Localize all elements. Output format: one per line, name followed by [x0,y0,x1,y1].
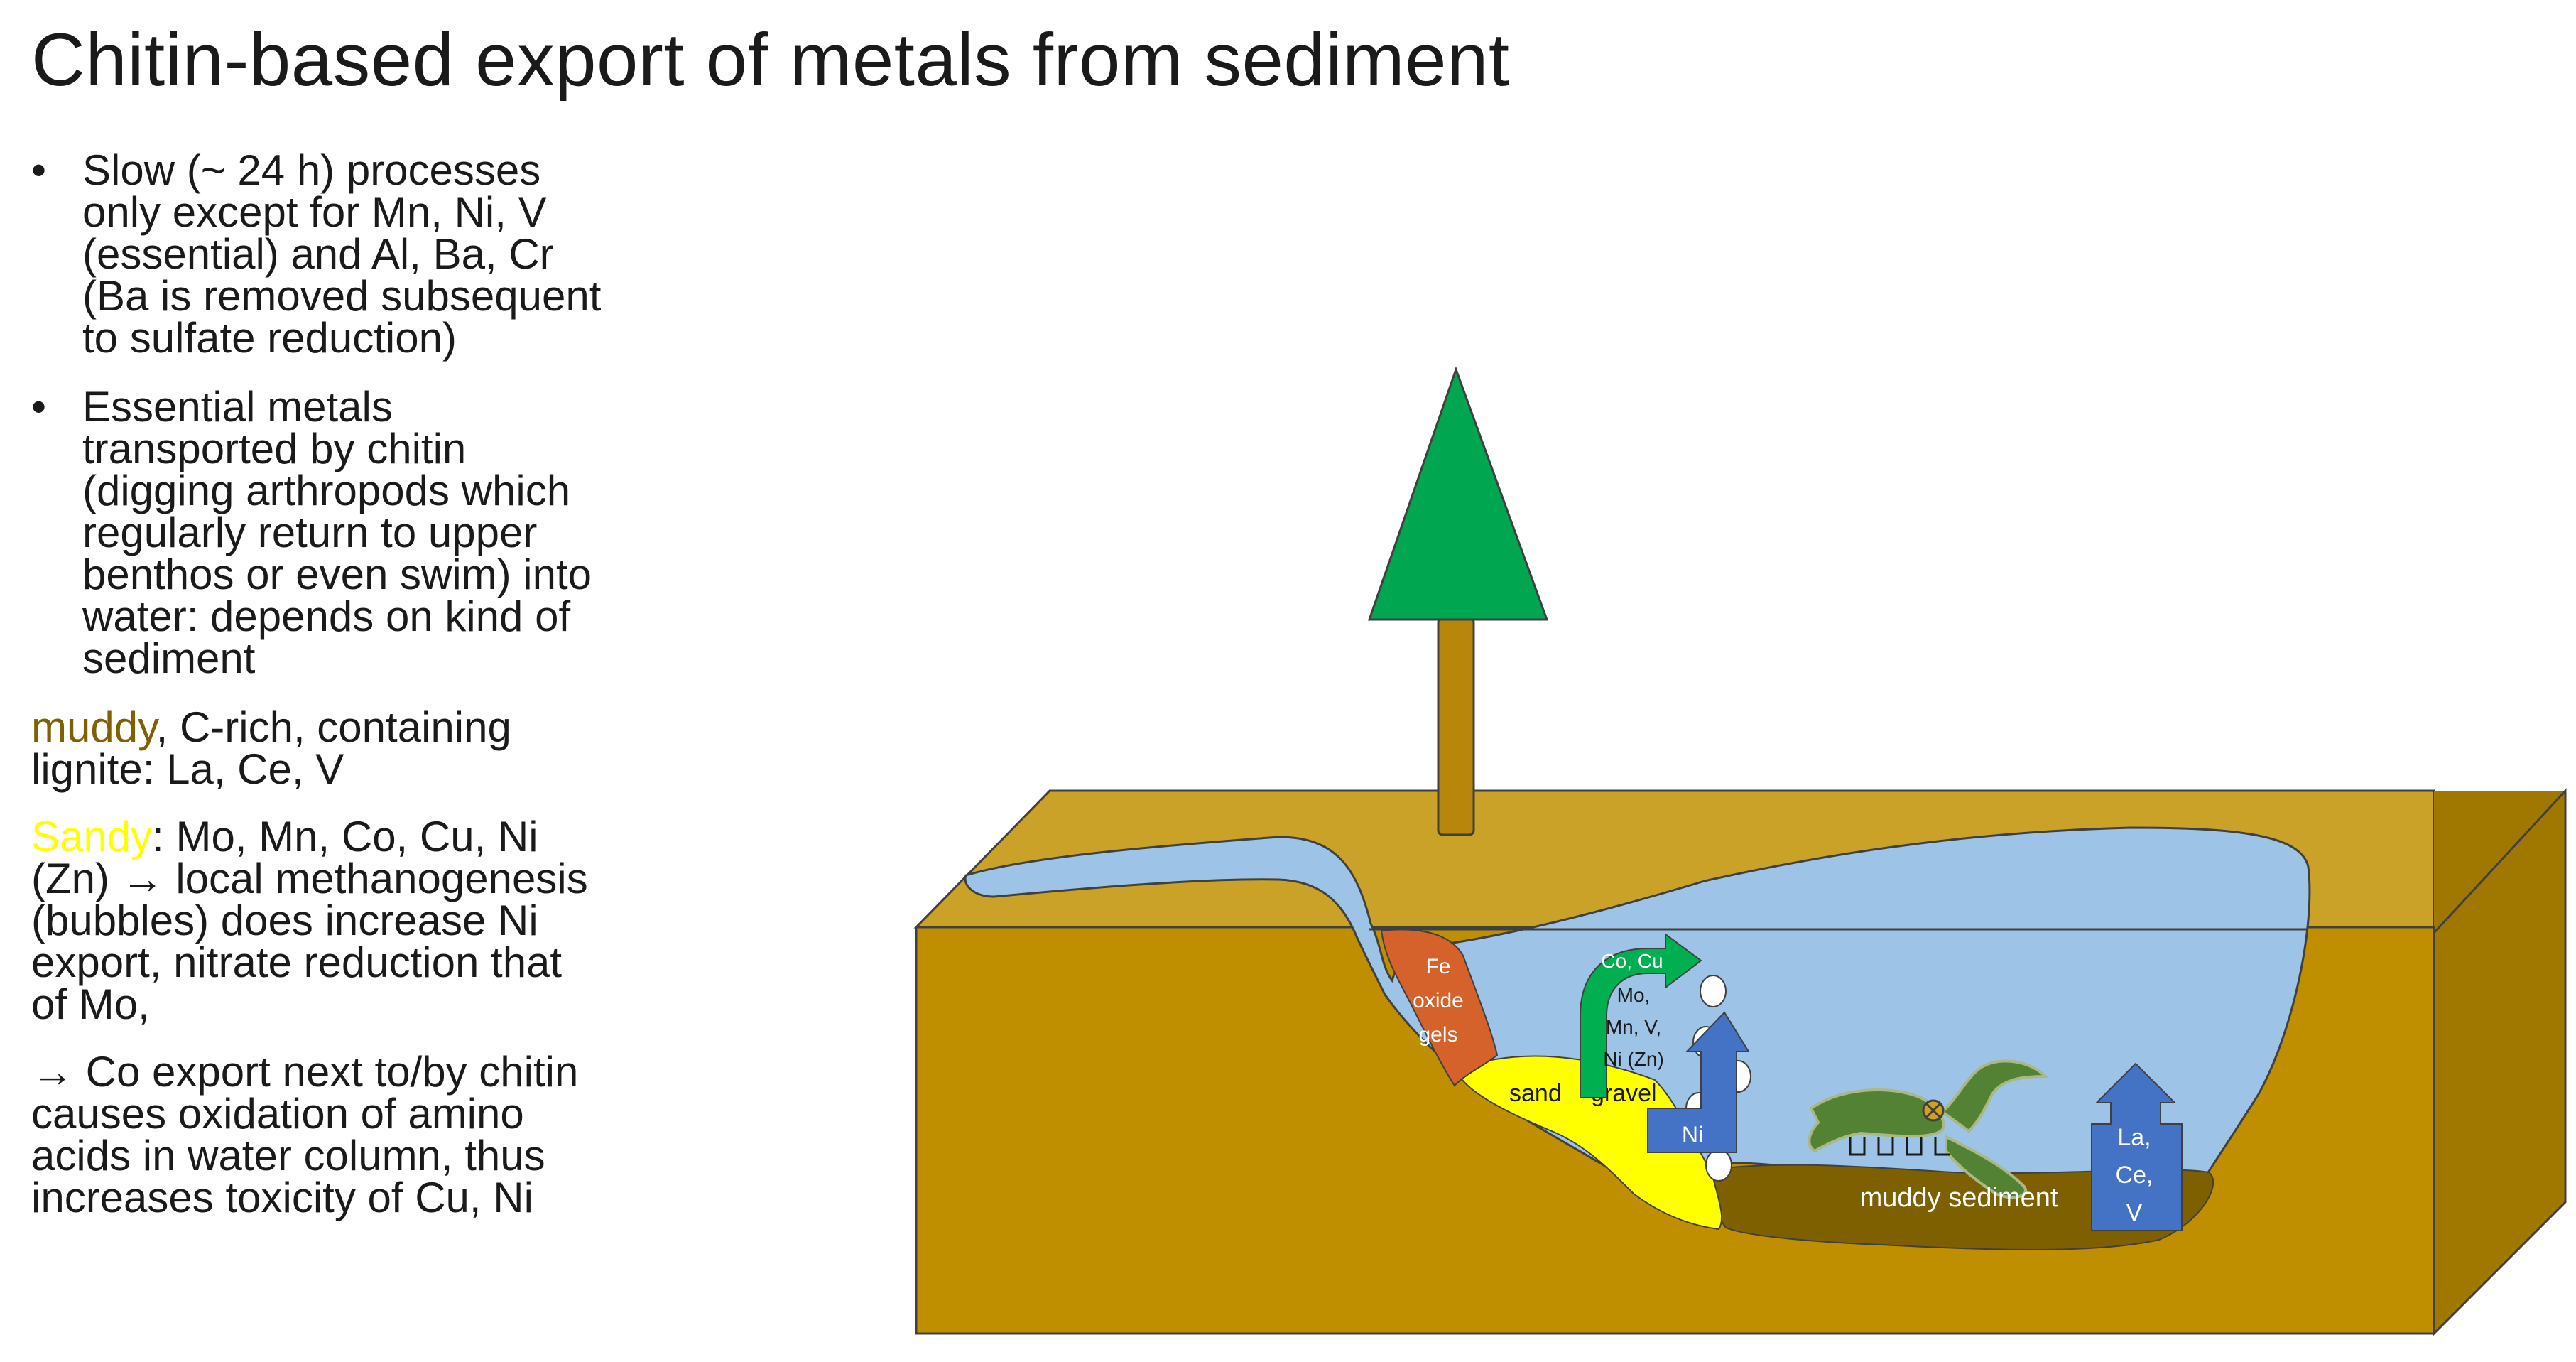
bullet-line: sediment [82,634,256,682]
para-line: increases toxicity of Cu, Ni [31,1174,533,1221]
sandy-highlight: Sandy [31,813,153,860]
text-column: • Slow (~ 24 h) processes only except fo… [31,149,656,1244]
arthropod [1808,1059,2049,1199]
para-line: of Mo, [31,980,150,1028]
green-export-arrow [1580,933,1702,1098]
muddy-highlight: muddy [31,703,156,751]
la-ce-v-export-arrow [2091,1062,2183,1231]
bullet-line: Essential metals [82,383,393,431]
tree-foliage [1367,366,1549,621]
bullet-line: (digging arthropods which [82,467,571,514]
paragraph-muddy: muddy, C-rich, containing lignite: La, C… [31,703,656,793]
para-line: (Zn) → local methanogenesis [31,855,588,902]
para-text: : Mo, Mn, Co, Cu, Ni [152,813,538,860]
para-line: (bubbles) does increase Ni [31,897,538,944]
para-line: → Co export next to/by chitin [31,1048,579,1096]
green-arrow-label-line: Ni (Zn) [1603,1048,1664,1070]
fe-label-line: Fe [1425,955,1450,978]
tree-trunk [1437,617,1475,836]
green-arrow-label-line: Co, Cu [1601,950,1663,972]
slide-title: Chitin-based export of metals from sedim… [31,18,1510,102]
sand-gravel [1455,1055,1723,1231]
bullet-line: only except for Mn, Ni, V [82,188,547,236]
bullet-slow-processes: • Slow (~ 24 h) processes only except fo… [31,146,656,362]
bullet-dot: • [31,383,47,431]
para-line: Sandy: Mo, Mn, Co, Cu, Ni [31,816,656,858]
fe-label-line: oxide [1413,989,1464,1012]
gas-bubble [1700,975,1727,1007]
bullet-essential-metals: • Essential metals transported by chitin… [31,383,656,682]
bullet-line: benthos or even swim) into [82,551,592,598]
arthropod-body [1808,1088,1945,1153]
bullet-line: regularly return to upper [82,509,538,556]
lace-label-line: Ce, [2116,1162,2153,1189]
arthropod-legs [1849,1137,1950,1156]
bullet-line: Slow (~ 24 h) processes [82,146,541,194]
arthropod-claw [1940,1059,2049,1133]
arthropod-eye-cross [1925,1102,1942,1119]
green-arrow-label-line: Mo, [1617,984,1651,1006]
lace-label-line: V [2126,1199,2143,1226]
para-text: , C-rich, containing [156,703,511,751]
para-line: lignite: La, Ce, V [31,745,344,793]
bullet-dot: • [31,146,47,194]
sand-label: sand [1509,1080,1562,1107]
green-arrow-label-line: Mn, V, [1606,1016,1661,1038]
bullet-line: transported by chitin [82,425,467,472]
para-line: export, nitrate reduction that [31,939,563,986]
fe-label-line: gels [1418,1023,1457,1047]
bullet-line: (Ba is removed subsequent [82,272,602,320]
para-line: causes oxidation of amino [31,1090,524,1137]
lace-label-line: La, [2117,1124,2151,1151]
bullet-line: water: depends on kind of [82,593,571,640]
fe-oxide-gels [1380,929,1499,1087]
ni-export-arrow [1647,1011,1750,1153]
ni-arrow-label: Ni [1682,1122,1703,1147]
bullet-line: (essential) and Al, Ba, Cr [82,230,554,278]
paragraph-sandy: Sandy: Mo, Mn, Co, Cu, Ni (Zn) → local m… [31,816,656,1028]
muddy-sediment-label: muddy sediment [1860,1183,2058,1213]
paragraph-cobalt: → Co export next to/by chitin causes oxi… [31,1048,656,1221]
bullet-line: to sulfate reduction) [82,314,457,362]
para-line: acids in water column, thus [31,1132,545,1179]
arthropod-tail [1945,1134,2027,1199]
gas-bubble [1705,1149,1732,1182]
para-line: muddy, C-rich, containing [31,703,656,751]
